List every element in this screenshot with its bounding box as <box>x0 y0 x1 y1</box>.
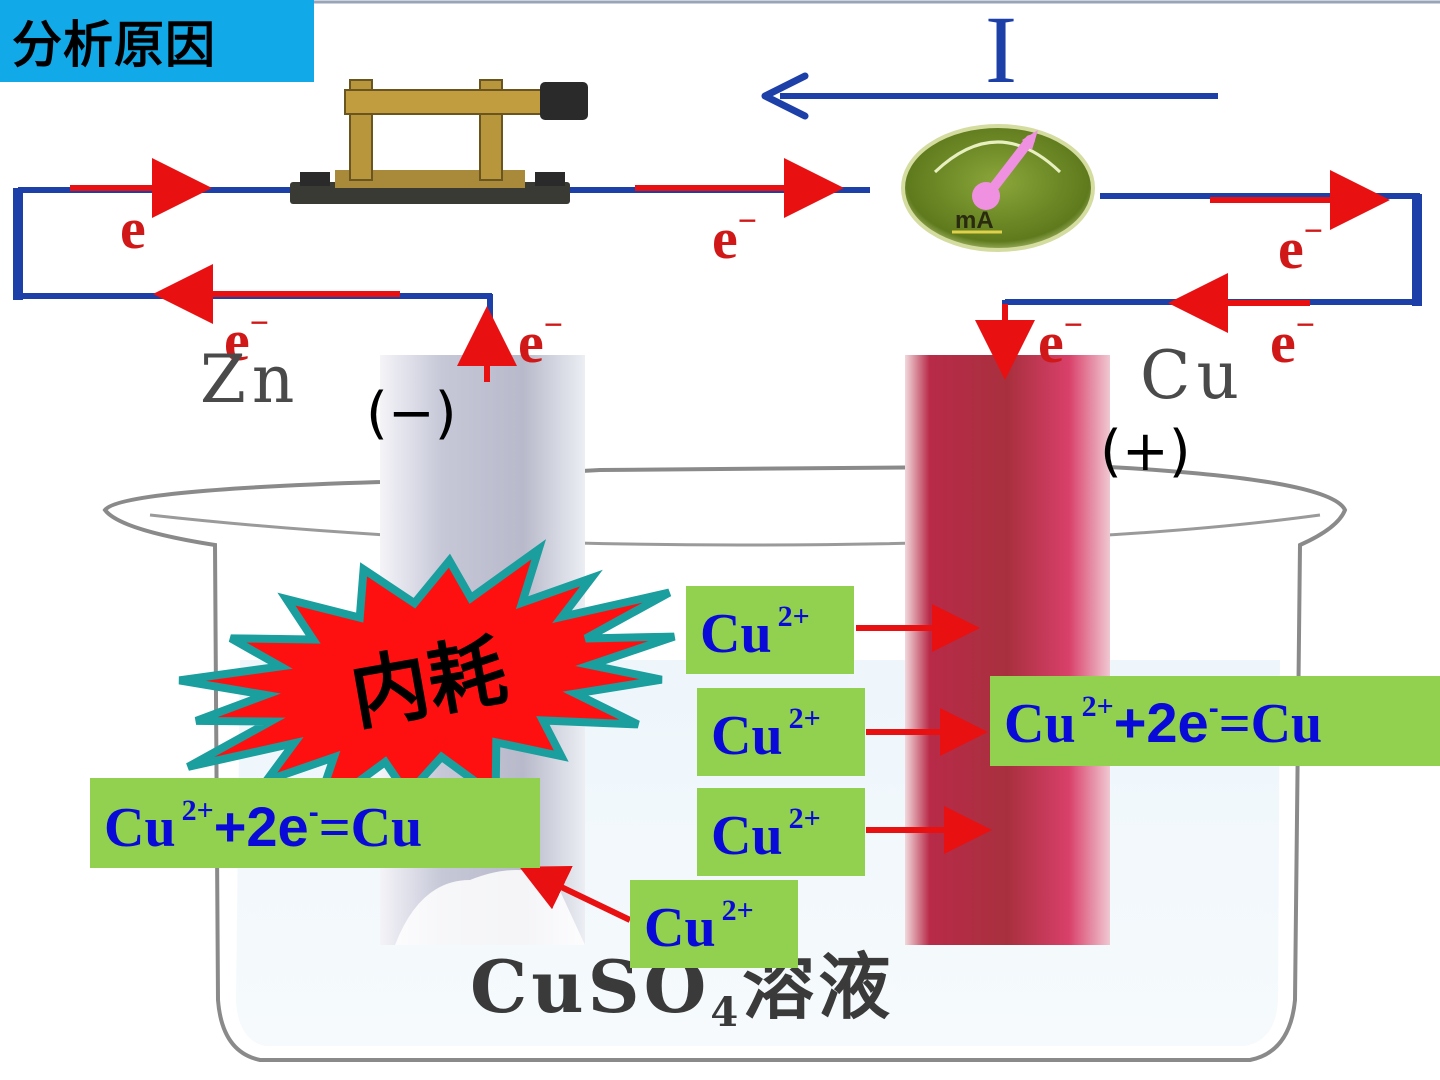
burst-shape: 内耗 <box>178 539 676 825</box>
page-title: 分析原因 <box>12 16 216 74</box>
current-direction: I <box>761 0 1218 120</box>
copper-polarity: (+) <box>1100 419 1191 484</box>
ion-charge: 2+ <box>788 702 821 735</box>
copper-symbol: Cu <box>1140 337 1245 414</box>
ion-symbol: Cu <box>700 603 772 665</box>
current-label: I <box>985 0 1017 103</box>
ion-symbol: Cu <box>711 805 783 867</box>
equation-electrons: +2e- <box>213 795 319 858</box>
milliammeter: mA <box>901 124 1095 252</box>
electron-arrows <box>70 158 1390 382</box>
title-banner: 分析原因 <box>0 0 314 82</box>
ion-arrows <box>519 604 992 923</box>
ion-symbol: Cu <box>711 705 783 767</box>
electron-label-7: e− <box>1270 307 1315 375</box>
equation-product: =Cu <box>1218 693 1323 755</box>
electron-label-3: e− <box>1278 213 1323 281</box>
ion-symbol: Cu <box>644 897 716 959</box>
electron-label-4: e− <box>224 305 269 373</box>
ion-charge: 2+ <box>721 894 754 927</box>
switch <box>290 79 588 204</box>
ion-charge: 2+ <box>788 802 821 835</box>
electron-label-6: e− <box>1038 307 1083 375</box>
copper-electrode <box>905 355 1110 945</box>
equation-product: =Cu <box>318 797 423 859</box>
equation-ion-charge: 2+ <box>181 794 214 827</box>
equation-electrons: +2e- <box>1113 691 1219 754</box>
electron-label-2: e− <box>712 203 757 271</box>
meter-label: mA <box>955 207 994 234</box>
zinc-polarity: (−) <box>366 381 457 446</box>
solution-label: CuSO4溶液 <box>470 944 894 1036</box>
electron-label-1: e <box>120 196 146 261</box>
ion-charge: 2+ <box>777 600 810 633</box>
equation-ion: Cu <box>1004 693 1076 755</box>
electron-label-5: e− <box>518 307 563 375</box>
equation-ion: Cu <box>104 797 176 859</box>
zinc-symbol: Zn <box>200 341 300 418</box>
equation-ion-charge: 2+ <box>1081 690 1114 723</box>
electron-labels: e e− e− e− e− e− e− <box>120 196 1323 375</box>
